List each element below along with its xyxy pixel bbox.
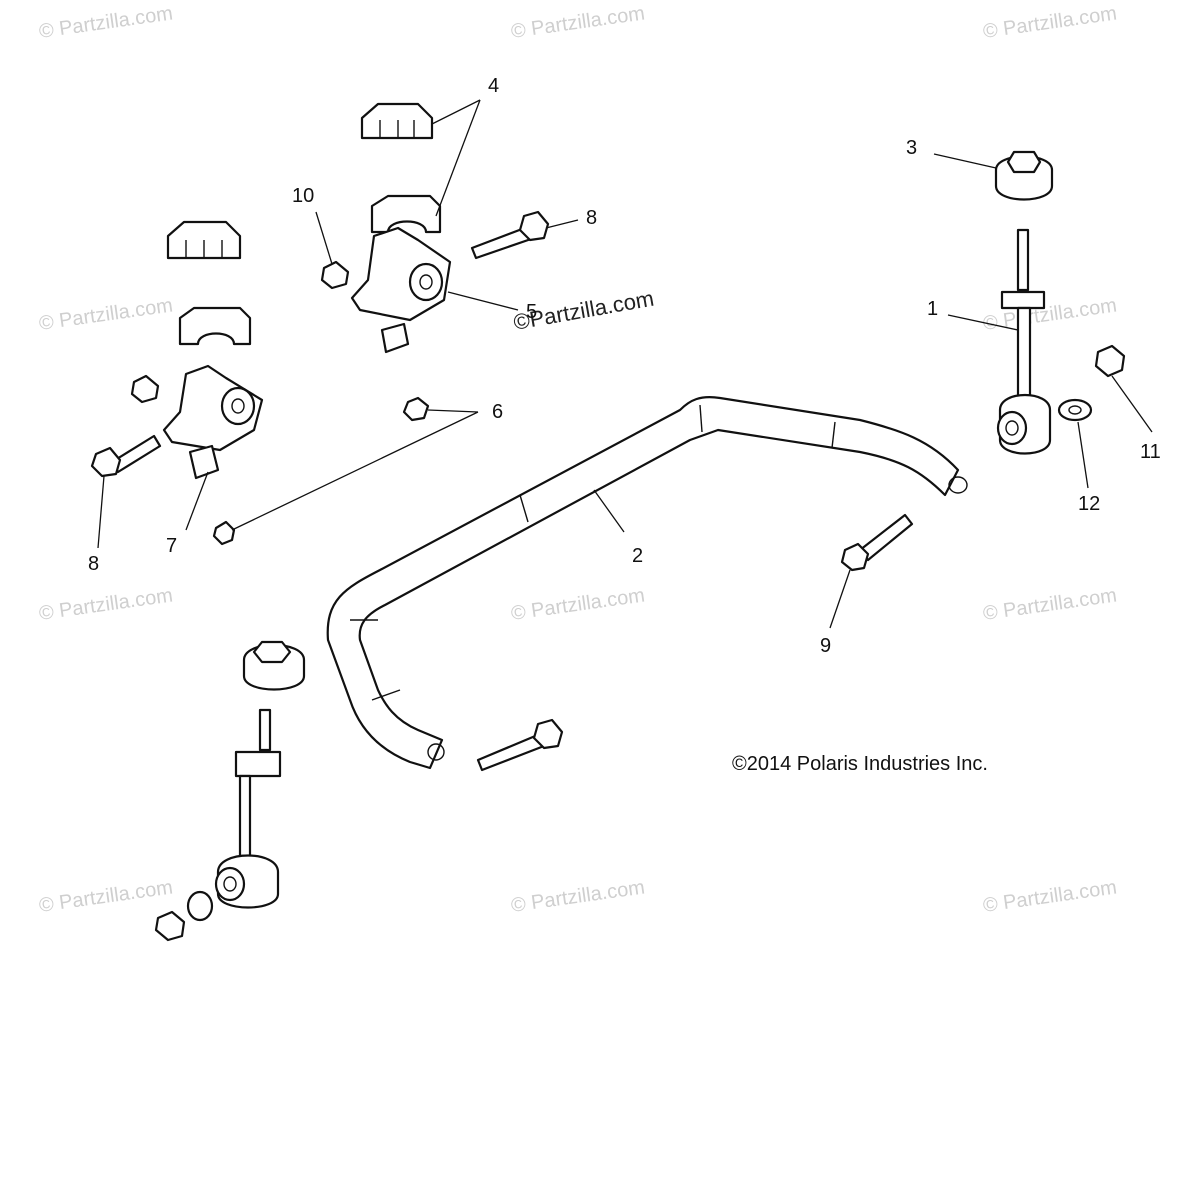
callout-2: 2 [632, 545, 643, 567]
watermark: © Partzilla.com [38, 294, 175, 335]
callout-9: 9 [820, 635, 831, 657]
watermark: © Partzilla.com [982, 876, 1119, 917]
watermark: © Partzilla.com [38, 2, 175, 43]
callout-labels: 1 2 3 4 5 6 7 8 8 9 10 11 12 [88, 75, 1161, 657]
stabilizer-bar [326, 396, 968, 770]
grease-fittings [212, 396, 430, 546]
left-end-link [154, 640, 306, 942]
watermark: © Partzilla.com [510, 584, 647, 625]
callout-3: 3 [906, 137, 917, 159]
left-bushing-assembly [90, 220, 264, 480]
watermark: © Partzilla.com [982, 2, 1119, 43]
copyright-notice: ©2014 Polaris Industries Inc. [732, 753, 988, 775]
callout-8-upper: 8 [586, 207, 597, 229]
lower-bolt [476, 718, 564, 772]
callout-4: 4 [488, 75, 499, 97]
watermark: © Partzilla.com [982, 584, 1119, 625]
callout-5: 5 [526, 301, 537, 323]
callout-7: 7 [166, 535, 177, 557]
callout-12: 12 [1078, 493, 1100, 515]
callout-1: 1 [927, 298, 938, 320]
watermark: © Partzilla.com [38, 584, 175, 625]
watermark: © Partzilla.com [38, 876, 175, 917]
callout-10: 10 [292, 185, 314, 207]
right-end-link [994, 150, 1126, 455]
callout-11: 11 [1140, 441, 1161, 463]
center-bushing-assembly [320, 102, 550, 354]
callout-6: 6 [492, 401, 503, 423]
leader-lines [97, 99, 1153, 629]
watermark: © Partzilla.com [510, 876, 647, 917]
watermark: © Partzilla.com [510, 2, 647, 43]
bolt-9 [840, 513, 914, 572]
callout-8-lower: 8 [88, 553, 99, 575]
